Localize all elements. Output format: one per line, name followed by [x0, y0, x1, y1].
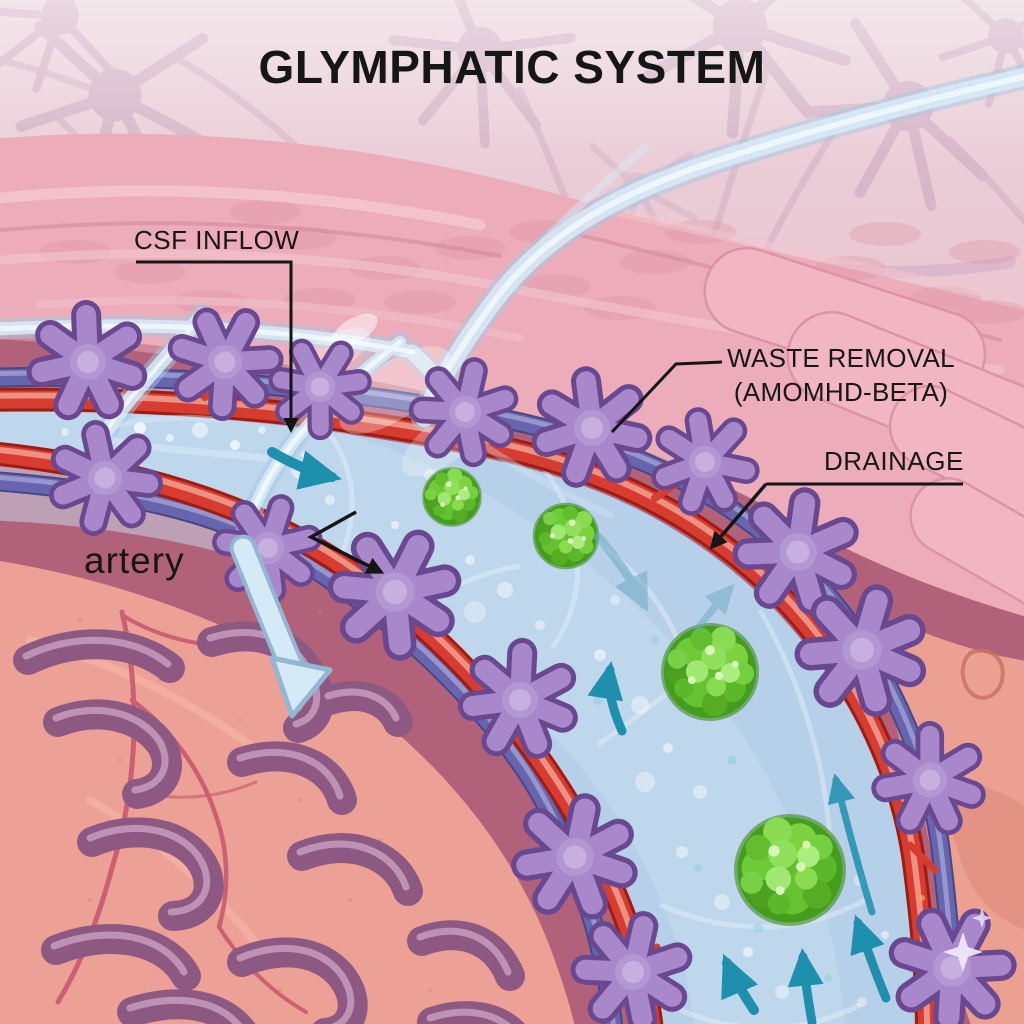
waste-removal-leader-line [610, 360, 723, 434]
label-csf-inflow: CSF INFLOW [134, 225, 300, 255]
label-drainage: DRAINAGE [824, 446, 964, 476]
drainage-leader-line [709, 482, 768, 550]
leader-lines [136, 260, 963, 574]
label-artery: artery [84, 540, 185, 581]
cortex-folds [703, 246, 1024, 638]
artery-arrow [307, 510, 385, 574]
label-waste-removal-line2: (AMOMHD-BETA) [733, 377, 949, 407]
csf-penetrating-arrow [229, 534, 333, 719]
brain-parenchyma [0, 561, 575, 1024]
label-waste-removal: WASTE REMOVAL (AMOMHD-BETA) [712, 341, 970, 409]
label-waste-removal-line1: WASTE REMOVAL [727, 343, 955, 373]
diagram-title: GLYMPHATIC SYSTEM [258, 41, 766, 93]
csf-inflow-leader-line [136, 260, 299, 433]
haze-overlay [0, 0, 1024, 160]
neuropil-squiggles [13, 621, 525, 1024]
flow-arrow-icon [267, 447, 891, 1024]
